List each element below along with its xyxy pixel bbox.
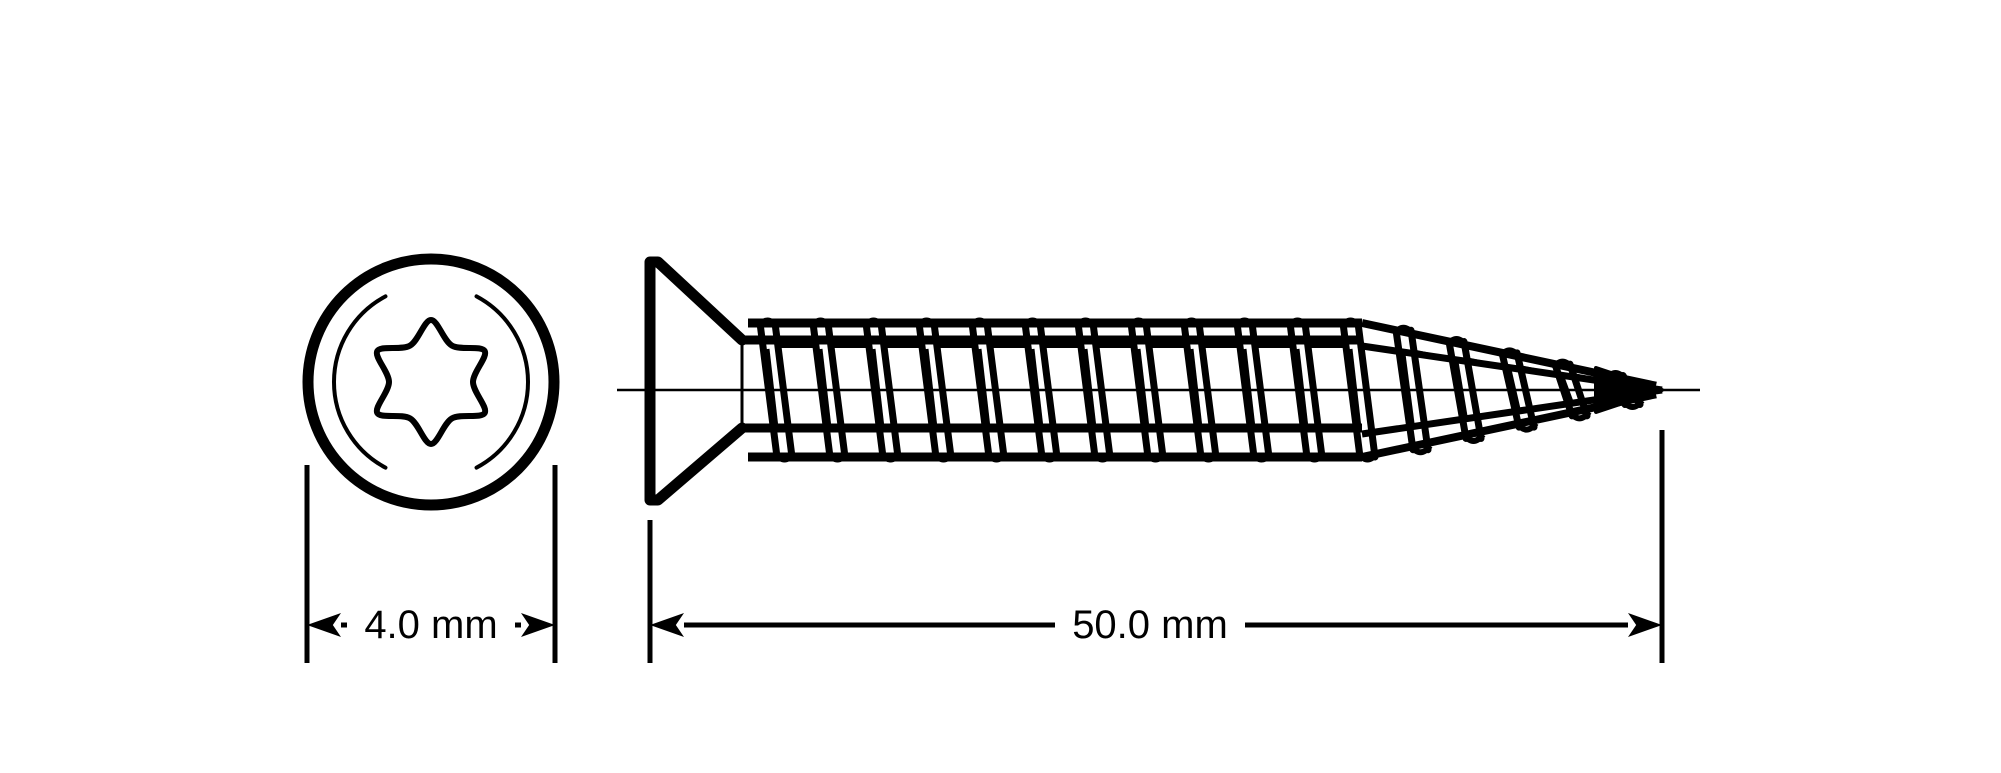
arrowhead-right-icon bbox=[521, 613, 555, 637]
dimension-head-diameter: 4.0 mm bbox=[304, 465, 558, 663]
arrowhead-left-icon bbox=[307, 613, 341, 637]
arrowhead-left-icon bbox=[650, 613, 684, 637]
dimension-overall-length: 50.0 mm bbox=[647, 430, 1665, 663]
head-inner-arc-right bbox=[474, 294, 531, 470]
head-end-view bbox=[302, 253, 560, 511]
torx-recess-star-icon bbox=[373, 317, 489, 447]
side-profile-view bbox=[617, 256, 1700, 506]
dimension-label-overall-length: 50.0 mm bbox=[1072, 603, 1228, 647]
arrowhead-right-icon bbox=[1628, 613, 1662, 637]
head-outer-circle bbox=[302, 253, 560, 511]
countersunk-head-outline bbox=[644, 256, 748, 506]
thread-helix-group bbox=[748, 317, 1663, 463]
head-inner-arc-left bbox=[331, 294, 388, 470]
screw-point-tip bbox=[1594, 366, 1664, 414]
dimension-label-head-diameter: 4.0 mm bbox=[364, 603, 497, 647]
